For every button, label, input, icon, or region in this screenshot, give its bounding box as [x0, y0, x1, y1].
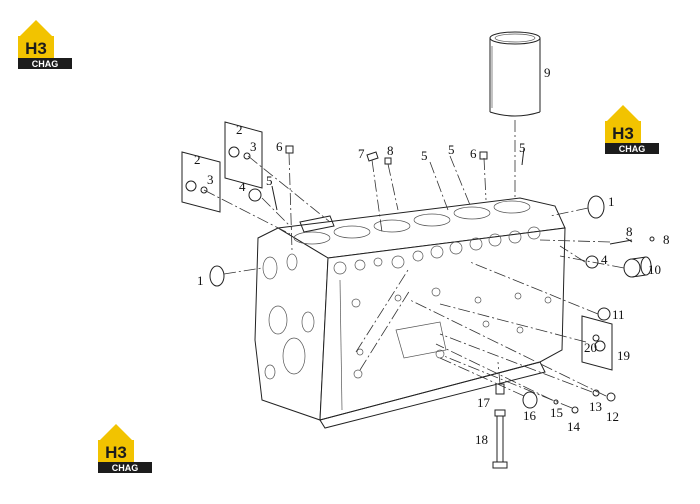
- cylinder-liner: [489, 31, 541, 117]
- callout-labels: 1 1 2 2 3 3 4 4 5 5 5 5 6 6 7 8 8 8 9 10…: [194, 65, 670, 447]
- leader-lines: [203, 152, 625, 409]
- callout-label: 4: [239, 179, 246, 194]
- callout-bracket: [181, 151, 221, 213]
- callout-label: 1: [197, 273, 204, 288]
- plug: [479, 151, 488, 160]
- camshaft-bushing: [623, 256, 652, 278]
- callout-label: 16: [523, 408, 537, 423]
- callout-label: 12: [606, 409, 619, 424]
- svg-text:H3: H3: [105, 443, 127, 462]
- expansion-plug: [209, 265, 225, 287]
- callout-label: 2: [194, 152, 201, 167]
- callout-label: 2: [236, 122, 243, 137]
- callout-label: 4: [601, 252, 608, 267]
- callout-label: 8: [663, 232, 670, 247]
- callout-bracket: [224, 121, 263, 189]
- side-ports: [333, 226, 541, 275]
- callout-label: 6: [276, 139, 283, 154]
- side-holes: [351, 287, 552, 379]
- callout-label: 8: [626, 224, 633, 239]
- callout-label: 15: [550, 405, 563, 420]
- expansion-plug: [587, 195, 605, 219]
- bolt: [492, 383, 508, 469]
- svg-text:H3: H3: [612, 124, 634, 143]
- dowel: [384, 157, 392, 165]
- callout-label: 1: [608, 194, 615, 209]
- svg-text:CHAG: CHAG: [619, 144, 646, 154]
- callout-label: 20: [584, 340, 597, 355]
- svg-text:CHAG: CHAG: [32, 59, 59, 69]
- brand-logo: H3 CHAG: [98, 424, 152, 473]
- plug: [597, 307, 611, 321]
- callout-label: 3: [207, 172, 214, 187]
- plug: [585, 255, 599, 269]
- callout-label: 14: [567, 419, 581, 434]
- dowel-pin: [609, 237, 633, 245]
- callout-label: 17: [477, 395, 491, 410]
- callout-label: 5: [519, 140, 526, 155]
- callout-label: 13: [589, 399, 602, 414]
- callout-label: 18: [475, 432, 488, 447]
- callout-label: 3: [250, 139, 257, 154]
- plug: [285, 145, 294, 154]
- brand-logo: H3 CHAG: [18, 20, 72, 69]
- callout-label: 7: [358, 146, 365, 161]
- callout-label: 6: [470, 146, 477, 161]
- callout-label: 8: [387, 143, 394, 158]
- callout-label: 5: [448, 142, 455, 157]
- svg-text:H3: H3: [25, 39, 47, 58]
- callout-label: 11: [612, 307, 625, 322]
- callout-bracket: [581, 315, 613, 371]
- callout-label: 5: [266, 173, 273, 188]
- callout-label: 19: [617, 348, 630, 363]
- callout-label: 9: [544, 65, 551, 80]
- brand-logo: H3 CHAG: [605, 105, 659, 154]
- dowel: [366, 151, 379, 162]
- plug: [248, 188, 262, 202]
- callout-label: 5: [421, 148, 428, 163]
- svg-text:CHAG: CHAG: [112, 463, 139, 473]
- callout-label: 10: [648, 262, 661, 277]
- cylinder-bores: [293, 200, 531, 245]
